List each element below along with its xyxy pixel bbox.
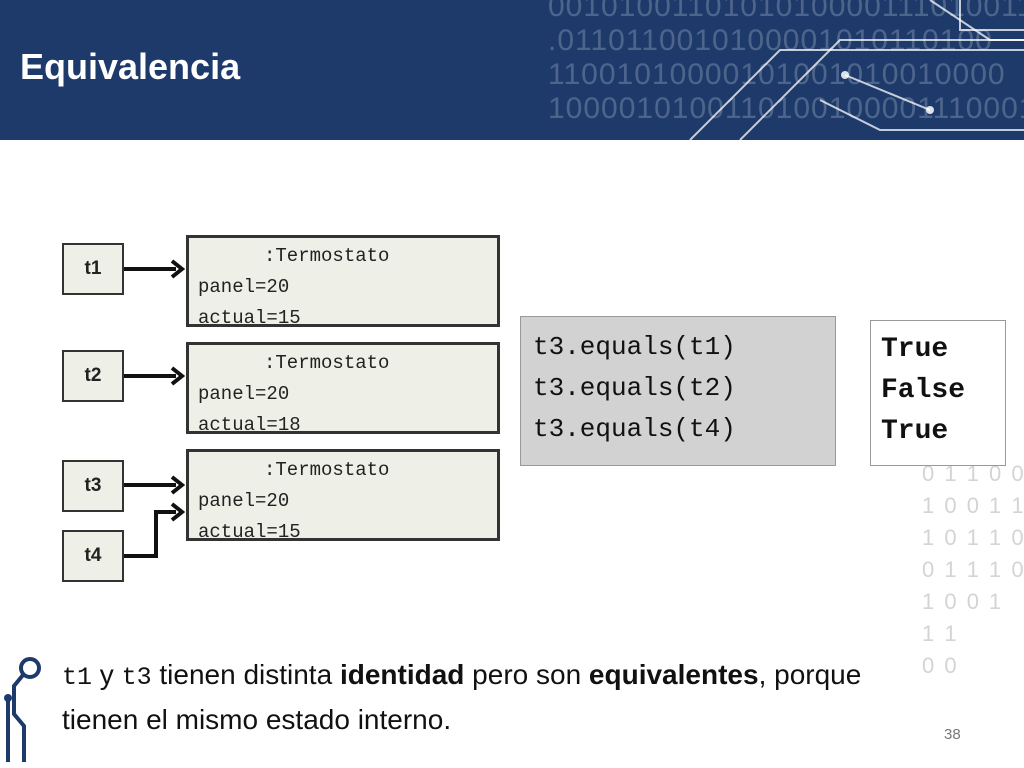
variable-label: t3 [84, 475, 102, 496]
termostato-object-3: :Termostato panel=20 actual=15 [186, 449, 500, 543]
binary-decoration: 0010100110101010000111010011 .0110110010… [548, 0, 1024, 126]
variable-box-t1: t1 [62, 243, 124, 295]
result-value: False [881, 375, 966, 406]
caption-bold-equivalentes: equivalentes [588, 659, 759, 690]
termostato-object-2: :Termostato panel=20 actual=18 [186, 342, 500, 436]
object-field-actual: actual=15 [198, 307, 301, 329]
code-line: t3.equals(t4) [533, 414, 736, 444]
caption-text-part: pero son [464, 659, 589, 690]
object-field-actual: actual=15 [198, 521, 301, 543]
object-field-panel: panel=20 [198, 276, 290, 298]
variable-label: t4 [84, 545, 102, 566]
page-title: Equivalencia [20, 46, 241, 87]
object-class-name: :Termostato [264, 245, 390, 267]
binary-line: 0010100110101010000111010011 [548, 0, 1024, 23]
caption-text: t1 y t3 tienen distinta identidad pero s… [62, 654, 932, 741]
binary-side-line: 1 0 0 1 1 [922, 493, 1024, 518]
equals-code-box: t3.equals(t1) t3.equals(t2) t3.equals(t4… [520, 316, 836, 466]
caption-text-part: tienen distinta [151, 659, 340, 690]
binary-side-line: 1 0 0 1 [922, 589, 1004, 614]
result-value: True [881, 416, 949, 447]
binary-side-line: 1 0 1 1 0 [922, 525, 1024, 550]
variable-label: t1 [84, 258, 102, 279]
arrowhead [170, 366, 186, 386]
caption-code-t3: t3 [121, 663, 152, 692]
variable-box-t3: t3 [62, 460, 124, 512]
caption-text-part: , porque tienen el mismo estado interno. [62, 659, 862, 735]
binary-line: 1000010100110100100001110001 [548, 92, 1024, 125]
object-field-actual: actual=18 [198, 414, 301, 436]
variable-box-t4: t4 [62, 530, 124, 582]
binary-side-line: 0 1 1 1 0 [922, 557, 1024, 582]
caption-code-t1: t1 [62, 663, 93, 692]
arrowhead [170, 259, 186, 279]
result-value: True [881, 334, 949, 365]
page-number: 38 [944, 726, 961, 743]
binary-side-line: 0 0 [922, 653, 959, 678]
object-field-panel: panel=20 [198, 490, 290, 512]
termostato-object-1: :Termostato panel=20 actual=15 [186, 235, 500, 329]
binary-line: 11001010000101001010010000 [548, 58, 1006, 91]
circuit-lines-decoration [689, 0, 1024, 140]
code-line: t3.equals(t2) [533, 373, 736, 403]
variable-box-t2: t2 [62, 350, 124, 402]
object-class-name: :Termostato [264, 459, 390, 481]
arrowhead [170, 502, 186, 522]
object-class-name: :Termostato [264, 352, 390, 374]
binary-side-line: 1 1 [922, 621, 959, 646]
variable-label: t2 [84, 365, 102, 386]
arrowhead [170, 475, 186, 495]
code-line: t3.equals(t1) [533, 332, 736, 362]
slide-header: 0010100110101010000111010011 .0110110010… [0, 0, 1024, 140]
caption-text-part: y [92, 659, 122, 690]
results-box: True False True [870, 320, 1006, 466]
object-field-panel: panel=20 [198, 383, 290, 405]
arrow-t4 [124, 510, 176, 558]
caption-bold-identidad: identidad [339, 659, 465, 690]
circuit-bullet-icon [4, 657, 41, 762]
